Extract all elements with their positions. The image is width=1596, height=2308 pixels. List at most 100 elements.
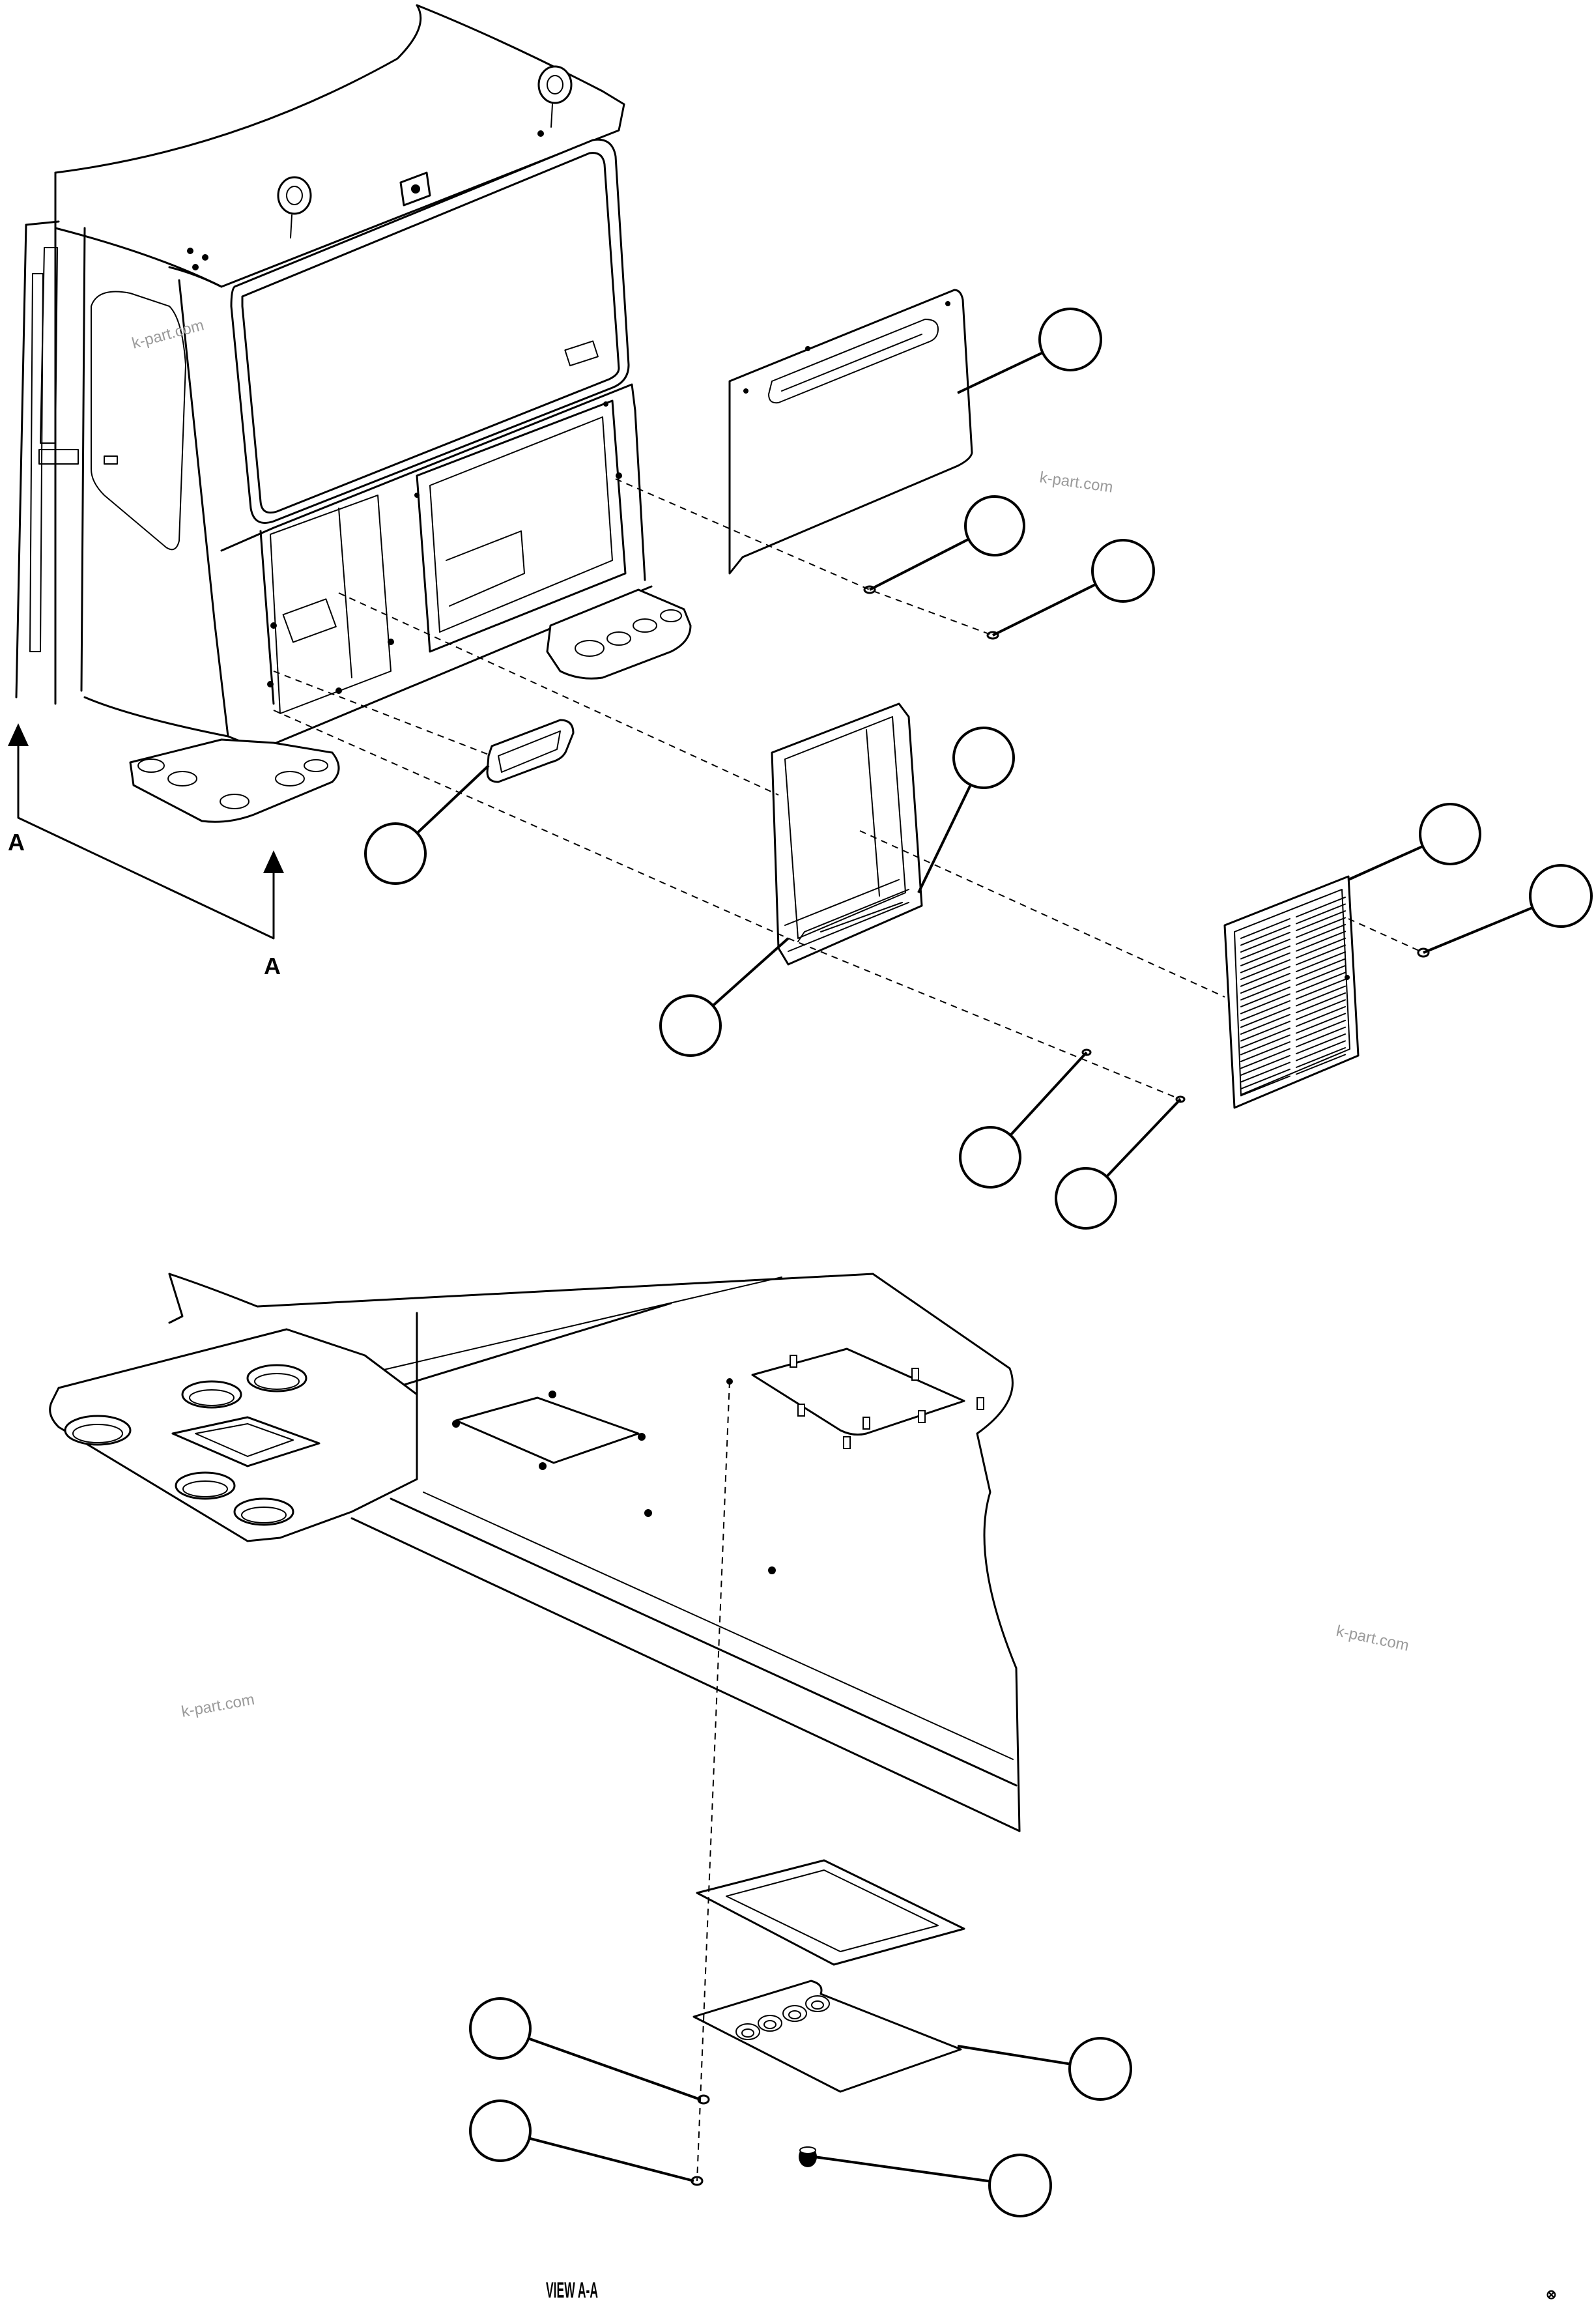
louver-slat — [1240, 1028, 1290, 1048]
louver-slat — [1240, 1034, 1290, 1056]
callout-circle — [469, 2099, 532, 2162]
callout-circle — [964, 495, 1025, 556]
louver-slat — [1240, 1055, 1290, 1076]
louver-slat — [1296, 944, 1346, 966]
connector-body — [735, 2023, 760, 2040]
leader-line — [1009, 1051, 1088, 1136]
louver-slat — [1240, 987, 1290, 1007]
stud — [843, 1436, 851, 1449]
callout-circle — [952, 727, 1015, 789]
louver-slat — [1296, 924, 1346, 945]
louver-slat — [1296, 979, 1346, 1000]
louver-slat — [1296, 903, 1346, 925]
louver-slat — [1240, 1061, 1290, 1083]
callout-circle — [1091, 539, 1155, 603]
leader-line — [957, 351, 1044, 394]
louver-slat — [1240, 1007, 1290, 1028]
louver-slat — [1240, 979, 1290, 1001]
louver-slat — [1296, 910, 1346, 931]
leader-line — [528, 2037, 701, 2101]
stud — [790, 1355, 797, 1368]
plate-studs — [790, 1355, 984, 1449]
louver-slat — [1240, 1014, 1290, 1035]
louver-slat — [1296, 938, 1346, 959]
louver-slat — [1240, 1069, 1290, 1089]
louver-slat — [1296, 1013, 1346, 1034]
callout-circle — [1068, 2037, 1132, 2101]
louver-slat — [1240, 925, 1290, 946]
louver-slat — [1240, 918, 1290, 939]
sheet-mark: ⊗ — [1546, 2288, 1557, 2302]
section-label-right: A — [264, 953, 281, 979]
connector-body — [782, 2005, 807, 2022]
watermark: k-part.com — [180, 1691, 255, 1721]
leader-line — [957, 2045, 1070, 2066]
louver-slat — [1296, 1047, 1346, 1068]
electrical-connectors — [735, 1995, 830, 2040]
louver-slat — [1296, 999, 1346, 1020]
stud — [862, 1417, 870, 1430]
stud — [797, 1404, 805, 1417]
louver-slat — [1240, 959, 1290, 980]
connector-pin-ring — [741, 2028, 754, 2038]
rear-cover-panel — [728, 289, 973, 575]
louver-slat — [1296, 917, 1346, 938]
louver-slat — [1240, 938, 1290, 960]
leader-line — [529, 2137, 694, 2182]
callout-circle — [988, 2154, 1052, 2217]
louver-slat — [1296, 1020, 1346, 1041]
leader-line — [711, 937, 790, 1007]
callout-circle — [1419, 803, 1481, 865]
louver-slat — [1296, 1040, 1346, 1061]
louver-slat — [1240, 952, 1290, 974]
leader-line — [869, 538, 969, 591]
callout-circle — [364, 822, 427, 885]
leader-line — [917, 784, 972, 893]
louver-slat — [1240, 945, 1290, 966]
louver-slat — [1296, 965, 1346, 986]
watermark: k-part.com — [130, 316, 206, 352]
grille-louvers — [1240, 897, 1346, 1097]
stud — [911, 1368, 919, 1381]
callout-circle — [1055, 1167, 1117, 1230]
louver-slat — [1296, 985, 1346, 1007]
louver-slat — [1296, 897, 1346, 917]
louver-slat — [1296, 1054, 1346, 1075]
leader-line — [814, 2156, 990, 2183]
stud — [918, 1410, 926, 1423]
louver-slat — [1296, 930, 1346, 952]
louver-slat — [1240, 1041, 1290, 1062]
callout-balloons — [364, 308, 1593, 2217]
louver-slat — [1240, 966, 1290, 987]
callout-circle — [1038, 308, 1102, 371]
louver-slat — [1240, 1048, 1290, 1069]
louver-slat — [1296, 1033, 1346, 1054]
louver-slat — [1240, 932, 1290, 953]
watermark: k-part.com — [1038, 469, 1114, 497]
louver-slat — [1296, 972, 1346, 993]
louver-slat — [1296, 1006, 1346, 1027]
callout-circle — [1529, 864, 1593, 928]
callout-circle — [659, 994, 722, 1057]
connector-pin-ring — [763, 2020, 777, 2029]
louver-slat — [1240, 993, 1290, 1015]
section-arrows: A A — [8, 723, 284, 979]
rubber-grommet — [486, 719, 575, 783]
watermark: k-part.com — [1335, 1622, 1410, 1654]
louver-slat — [1240, 1075, 1290, 1097]
connector-pin-ring — [811, 2000, 824, 2010]
leader-line — [416, 764, 490, 834]
leader-line — [1348, 845, 1423, 881]
callout-circle — [469, 1997, 532, 2060]
operator-cab — [15, 4, 692, 823]
louver-slat — [1240, 1000, 1290, 1021]
vent-grille — [1223, 875, 1360, 1109]
leader-line — [1423, 906, 1533, 954]
louver-slat — [1296, 1026, 1346, 1048]
section-label-left: A — [8, 829, 25, 856]
louver-slat — [1296, 958, 1346, 979]
stud — [976, 1397, 984, 1410]
air-duct-frame — [771, 702, 923, 966]
view-title: VIEW A-A — [546, 2278, 598, 2303]
